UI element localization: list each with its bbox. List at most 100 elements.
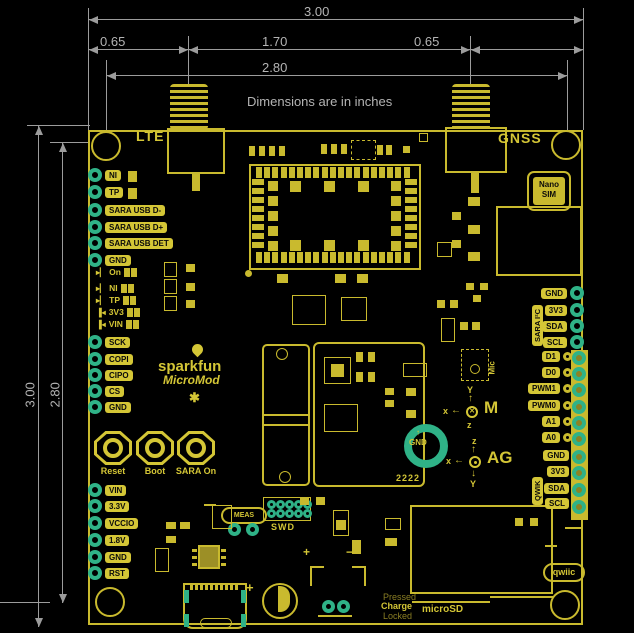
plated-hole [88, 203, 102, 217]
module-pad [280, 167, 287, 178]
logo-product: MicroMod [163, 373, 220, 387]
pad [123, 295, 130, 305]
pin-label: SCK [105, 336, 130, 348]
module-pad [256, 167, 262, 178]
arrowhead [189, 46, 198, 54]
pin-label: CIPO [105, 369, 133, 381]
pin1-dot [245, 270, 252, 277]
arrowhead [89, 16, 98, 24]
arrowhead [574, 16, 583, 24]
dim-width-left: 0.65 [100, 34, 126, 49]
axis-ag-up-arrow: ↑ [471, 444, 476, 455]
pin-row-pins-io: PWM0 [528, 400, 572, 411]
module-pad [264, 252, 271, 263]
meas-hole [246, 523, 259, 536]
module-pad [324, 181, 335, 192]
module-pad [405, 197, 417, 203]
pin-row-pins-spi: COPI [88, 352, 133, 366]
module-pad [268, 211, 278, 221]
swd-hole [285, 509, 294, 518]
pin-label: VIN [105, 484, 127, 496]
pin-label: TP [105, 186, 124, 198]
pin-row-group-qwiic: SCL [545, 498, 569, 509]
chip-dashed-outline [351, 140, 376, 160]
pin-label: A0 [541, 432, 560, 443]
via-ring [563, 384, 572, 393]
gnd-ring-pad [404, 424, 448, 468]
plated-hole [570, 319, 584, 333]
diode-icon: ▐◂ [96, 319, 106, 329]
pin-label: PWM0 [528, 400, 560, 411]
lte-connector-footprint [167, 128, 225, 174]
pin-label: PWM1 [528, 383, 560, 394]
button-reset [94, 431, 132, 465]
dim-line-height-inner [62, 142, 63, 603]
module-pad [290, 181, 301, 192]
arrowhead [59, 594, 67, 603]
module-pad [405, 188, 417, 194]
usb-pad [210, 584, 213, 590]
arrowhead [107, 72, 116, 80]
axis-ag-center [469, 456, 481, 468]
axis-m-name: M [484, 398, 499, 417]
module-pad [354, 252, 361, 263]
button-ring [145, 438, 165, 458]
pin-label: SCL [545, 498, 569, 509]
meas-label: MEAS [221, 507, 267, 524]
edge-plated-hole [572, 367, 586, 381]
dim-line-width-total [88, 19, 583, 20]
module-pad [379, 167, 385, 178]
plated-hole [88, 499, 102, 513]
pin-label: SARA USB D+ [105, 221, 168, 233]
module-pad [288, 167, 295, 178]
diode-icon: ▐◂ [96, 307, 106, 317]
button-sara-on [177, 431, 215, 465]
led-label: NI [109, 283, 118, 293]
module-pad [338, 167, 344, 178]
plated-hole [88, 368, 102, 382]
qfn-chip [324, 357, 351, 384]
module-pad [370, 167, 377, 178]
module-pad [395, 252, 402, 263]
swd-hole [276, 500, 285, 509]
pin-row-group-sara-i2c: SCL [543, 335, 584, 349]
pin-row-pins-upper-left: NI [88, 168, 121, 182]
pin-label: GND [543, 450, 569, 461]
module-pad [256, 252, 262, 263]
microsd-socket [410, 505, 553, 594]
diode-icon: ▸▏ [96, 283, 107, 293]
dim-height-total: 3.00 [22, 382, 38, 408]
edge-plated-hole [572, 351, 586, 365]
lte-feed-trace [192, 174, 200, 191]
axis-ag-down-arrow: ↓ [471, 468, 476, 479]
pad [126, 307, 133, 317]
extension-line [106, 60, 107, 146]
pad [130, 267, 137, 277]
plated-hole [88, 335, 102, 349]
pad [132, 319, 139, 329]
pin-row-pins-io: PWM1 [528, 383, 572, 394]
pin-label: SCL [543, 336, 567, 348]
pin-row-pins-lower-left: GND [88, 550, 131, 564]
plated-hole [88, 566, 102, 580]
pin-row-pins-lower-left: VIN [88, 483, 127, 497]
qwiic-logo: qwiic [543, 563, 585, 582]
swd-hole [294, 509, 303, 518]
battery-hole [322, 600, 335, 613]
swd-hole [276, 509, 285, 518]
led-row: ▐◂VIN [96, 319, 139, 329]
pad [130, 295, 137, 305]
module-pad [272, 252, 279, 263]
led-label: TP [109, 295, 121, 305]
pad [125, 319, 132, 329]
dim-height-inner: 2.80 [47, 382, 63, 408]
pin-label: SDA [544, 483, 569, 494]
module-pad [405, 179, 417, 185]
microsd-label: microSD [422, 604, 464, 615]
pin-row-pins-upper-left: SARA USB DET [88, 236, 173, 250]
gnss-feed-trace [471, 173, 479, 193]
pin-label: COPI [105, 353, 133, 365]
pin-label: GND [105, 254, 131, 266]
button-label: Boot [144, 466, 166, 476]
mounting-hole-bottom-right [550, 590, 580, 620]
